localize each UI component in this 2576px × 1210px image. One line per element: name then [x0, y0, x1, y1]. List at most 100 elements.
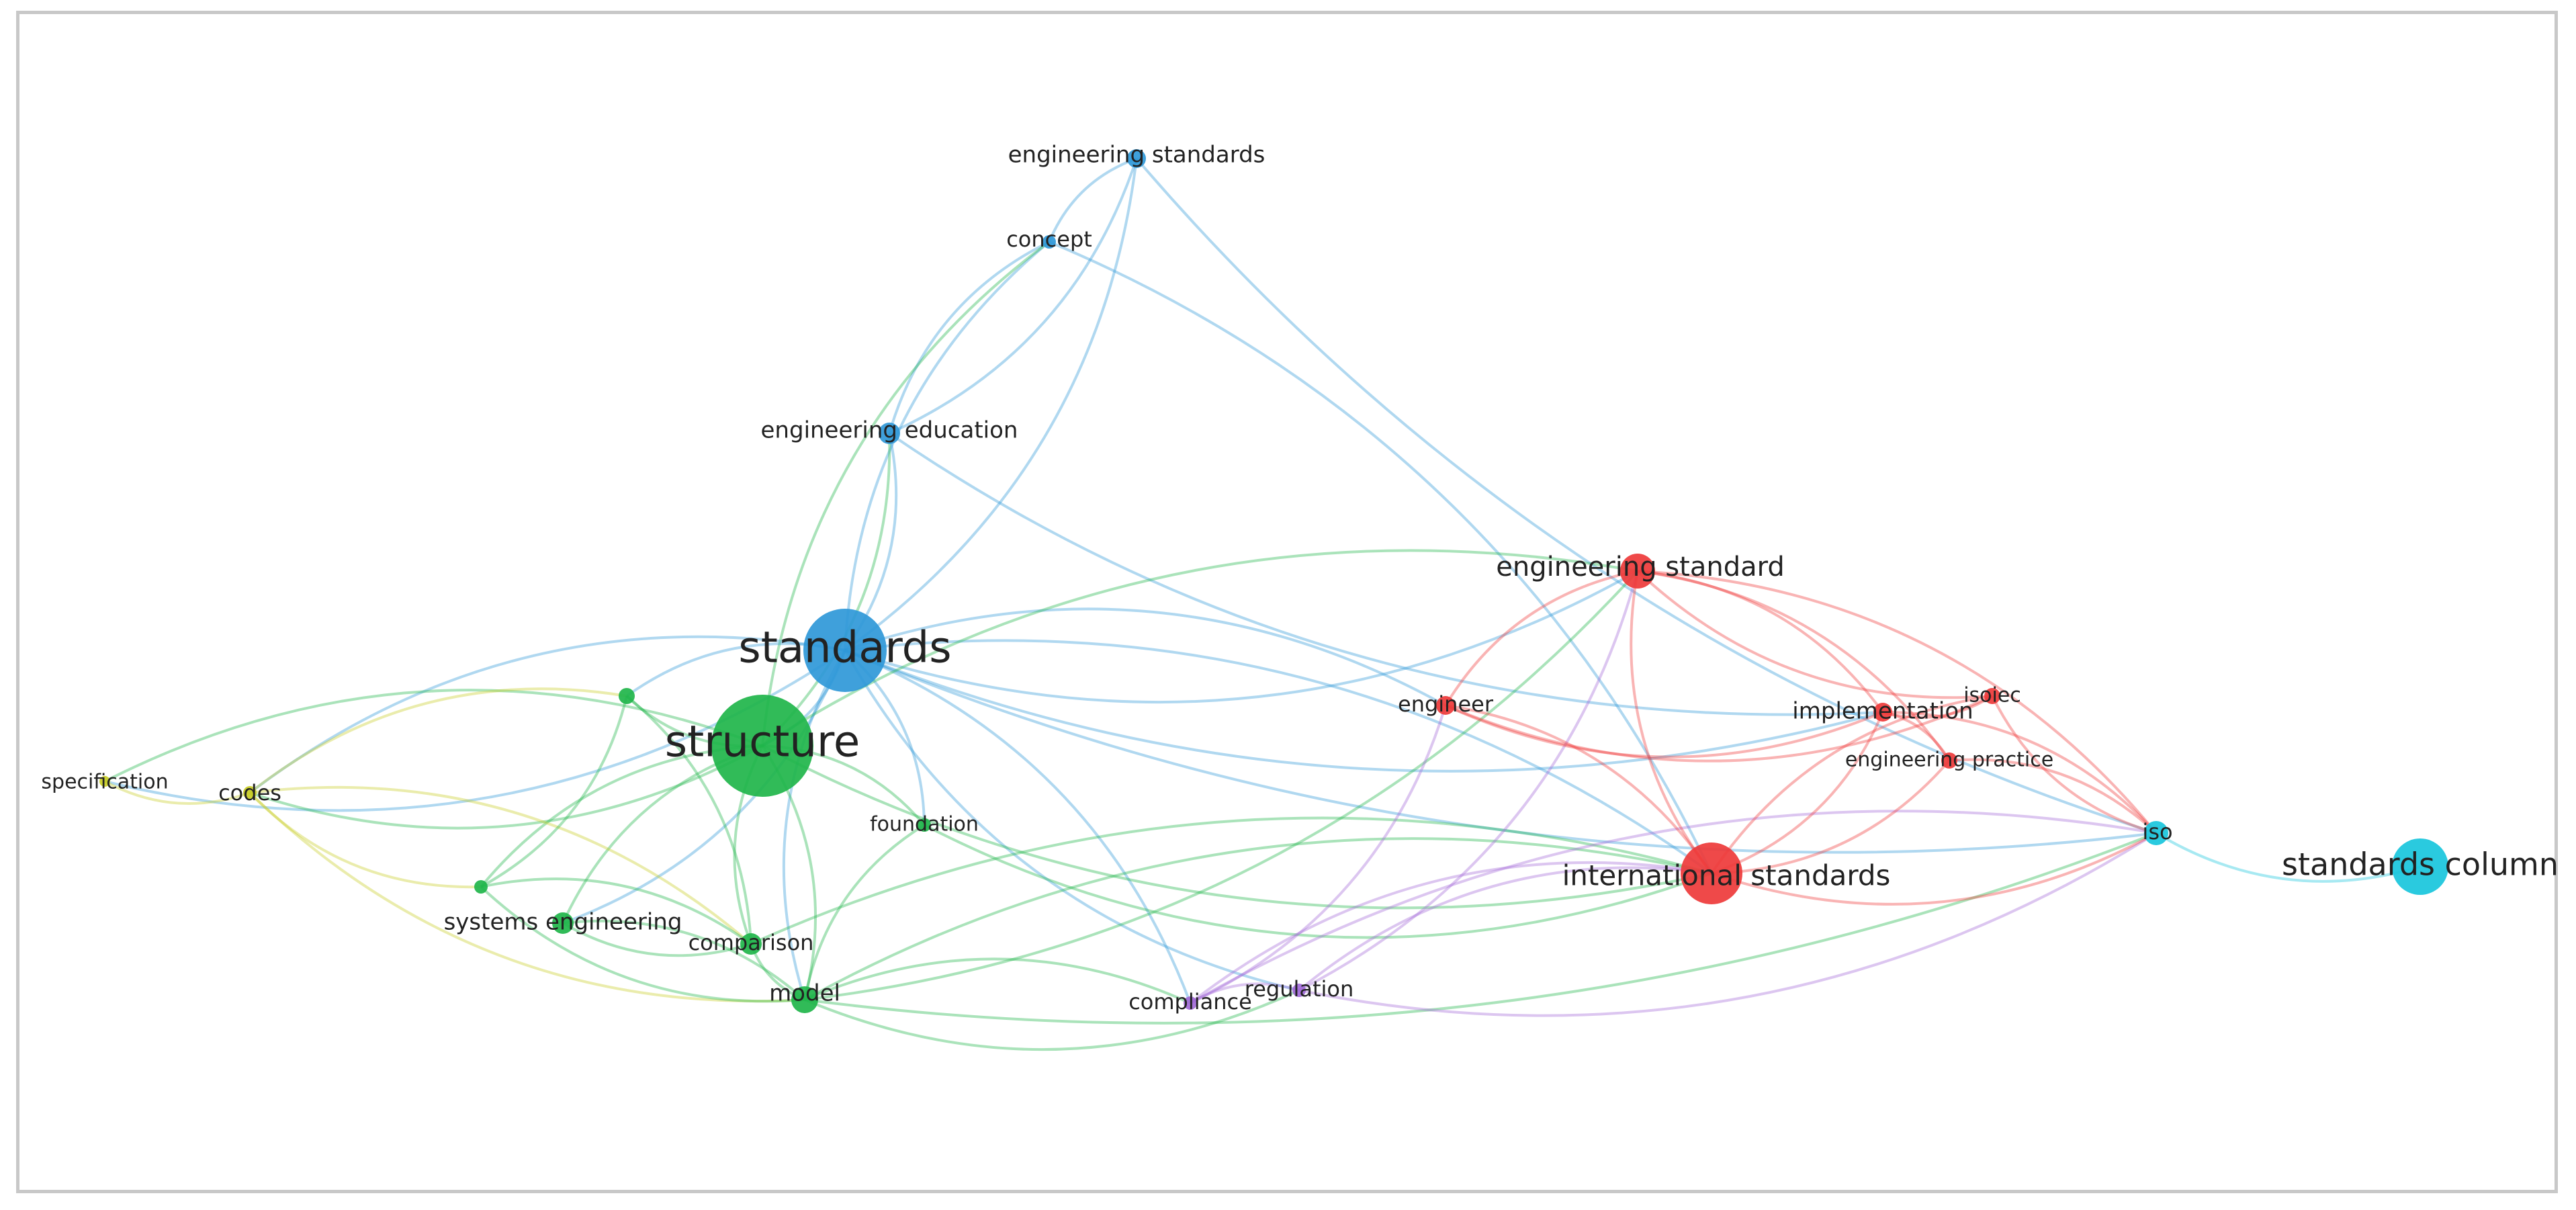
edge-implementation-isoiec: [1882, 695, 1994, 719]
edge-standards-codes: [249, 635, 846, 794]
edge-concept-international_standards: [1049, 241, 1713, 874]
edge-implementation-international_standards: [1711, 711, 1884, 875]
edge-engineering_practice-iso: [1949, 758, 2158, 834]
edge-international_standards-iso: [1711, 832, 2157, 906]
edge-engineer-international_standards: [1445, 704, 1713, 875]
edge-structure-engineering_standard: [761, 549, 1638, 747]
node-systems-engineering[interactable]: [552, 912, 574, 934]
edge-engineering_standard-isoiec: [1636, 570, 1993, 699]
edge-systems_engineering-model: [562, 919, 806, 1001]
edge-unlabeled_green-comparison: [625, 695, 752, 945]
edge-codes-model: [249, 791, 805, 1003]
label-international-standards: international standards: [1562, 859, 1891, 892]
edge-standards-implementation: [844, 649, 1883, 773]
edge-codes-systems_engineering_node: [249, 791, 482, 889]
edge-engineering_education-concept: [888, 241, 1050, 434]
label-model: model: [769, 980, 840, 1007]
edge-engineering_practice-international_standards: [1711, 759, 1951, 875]
label-standards-column: standards column: [2282, 847, 2559, 883]
label-regulation: regulation: [1245, 976, 1354, 1002]
node-international-standards[interactable]: [1681, 842, 1742, 904]
node-standards-column[interactable]: [2392, 838, 2448, 895]
edge-compliance-engineer: [1190, 705, 1447, 1004]
label-engineering-education: engineering education: [761, 417, 1018, 444]
node-compliance[interactable]: [1184, 996, 1197, 1010]
node-engineering-education[interactable]: [879, 423, 900, 444]
label-engineer: engineer: [1398, 691, 1494, 717]
edge-codes-unlabeled_green: [249, 687, 627, 794]
node-engineering-standard[interactable]: [1620, 554, 1655, 589]
label-standards: standards: [738, 623, 951, 673]
edge-model-foundation: [803, 824, 926, 1000]
edge-structure-codes: [249, 744, 763, 830]
edge-model-compliance: [804, 957, 1191, 1004]
edge-regulation-international_standards: [1298, 866, 1712, 992]
edge-implementation-iso: [1882, 711, 2158, 834]
edge-isoiec-international_standards: [1710, 695, 1993, 875]
edge-foundation-international_standards: [924, 824, 1712, 939]
edge-engineering_standard-engineering_practice: [1637, 570, 1951, 762]
edge-engineering_standard-engineer: [1444, 570, 1638, 707]
edge-standards-model: [782, 649, 846, 1000]
node-implementation[interactable]: [1873, 703, 1892, 722]
edge-structure-specification: [104, 689, 763, 783]
edge-implementation-engineering_practice: [1882, 711, 1951, 762]
node-engineering-practice[interactable]: [1941, 752, 1957, 769]
node-unlabeled-green[interactable]: [619, 688, 635, 704]
edge-isoiec-iso: [1991, 695, 2157, 834]
label-codes: codes: [218, 780, 281, 806]
node-concept[interactable]: [1042, 235, 1056, 249]
node-systems-engineering-node[interactable]: [474, 880, 488, 894]
edge-model-international_standards: [804, 837, 1712, 1001]
edge-engineering_education-engineering_standards: [889, 158, 1138, 435]
node-standards[interactable]: [803, 609, 887, 692]
edge-codes-specification: [104, 780, 251, 805]
edge-concept-engineering_standards: [1048, 157, 1137, 243]
edge-model-regulation: [804, 989, 1300, 1051]
label-implementation: implementation: [1792, 698, 1973, 725]
edge-comparison-international_standards: [750, 816, 1712, 945]
node-engineering-standards[interactable]: [1127, 149, 1146, 168]
edge-structure-concept: [761, 241, 1051, 746]
edge-codes-comparison: [249, 785, 752, 945]
node-isoiec[interactable]: [1984, 688, 2000, 704]
edge-engineer-implementation: [1445, 704, 1883, 759]
edge-compliance-international_standards: [1189, 861, 1712, 1004]
node-structure[interactable]: [711, 695, 813, 797]
label-engineering-practice: engineering practice: [1845, 748, 2053, 772]
label-engineering-standards: engineering standards: [1008, 142, 1265, 169]
node-model[interactable]: [791, 986, 818, 1013]
edge-standards-engineering_standards: [844, 158, 1138, 652]
edge-regulation-engineering_standard: [1298, 570, 1639, 992]
node-iso[interactable]: [2144, 821, 2168, 845]
node-engineer[interactable]: [1436, 696, 1455, 715]
label-systems-engineering: systems engineering: [444, 909, 682, 936]
edge-engineering_standard-implementation: [1637, 570, 1884, 714]
node-foundation[interactable]: [918, 818, 931, 832]
edge-engineer-isoiec: [1445, 695, 1993, 763]
label-structure: structure: [665, 718, 860, 767]
edge-regulation-iso: [1298, 832, 2158, 1017]
edge-standards-international_standards: [844, 639, 1713, 875]
node-regulation[interactable]: [1292, 984, 1306, 997]
diagram-frame: [16, 11, 2558, 1193]
edge-systems_engineering_node-unlabeled_green: [480, 695, 628, 888]
edge-standards-engineering_standard: [844, 570, 1638, 704]
edge-engineering_standard-international_standards: [1630, 570, 1713, 875]
edge-standards-iso: [844, 649, 2157, 854]
edge-structure-international_standards: [762, 744, 1712, 910]
node-comparison[interactable]: [740, 933, 762, 955]
edge-standards-systems_engineering: [562, 650, 846, 924]
label-compliance: compliance: [1128, 989, 1252, 1014]
edge-engineering_standards-iso: [1135, 157, 2157, 834]
label-layer: engineering standardsconceptengineering …: [41, 142, 2559, 1015]
edge-standards-regulation: [844, 650, 1300, 992]
edge-layer: [104, 157, 2421, 1051]
edge-engineering_standard-iso: [1637, 570, 2158, 834]
edge-compliance-regulation: [1189, 982, 1300, 1004]
edge-model-engineering_standard: [804, 570, 1639, 1001]
node-specification[interactable]: [99, 776, 110, 787]
node-codes[interactable]: [243, 786, 257, 800]
edge-compliance-iso: [1190, 810, 2157, 1004]
